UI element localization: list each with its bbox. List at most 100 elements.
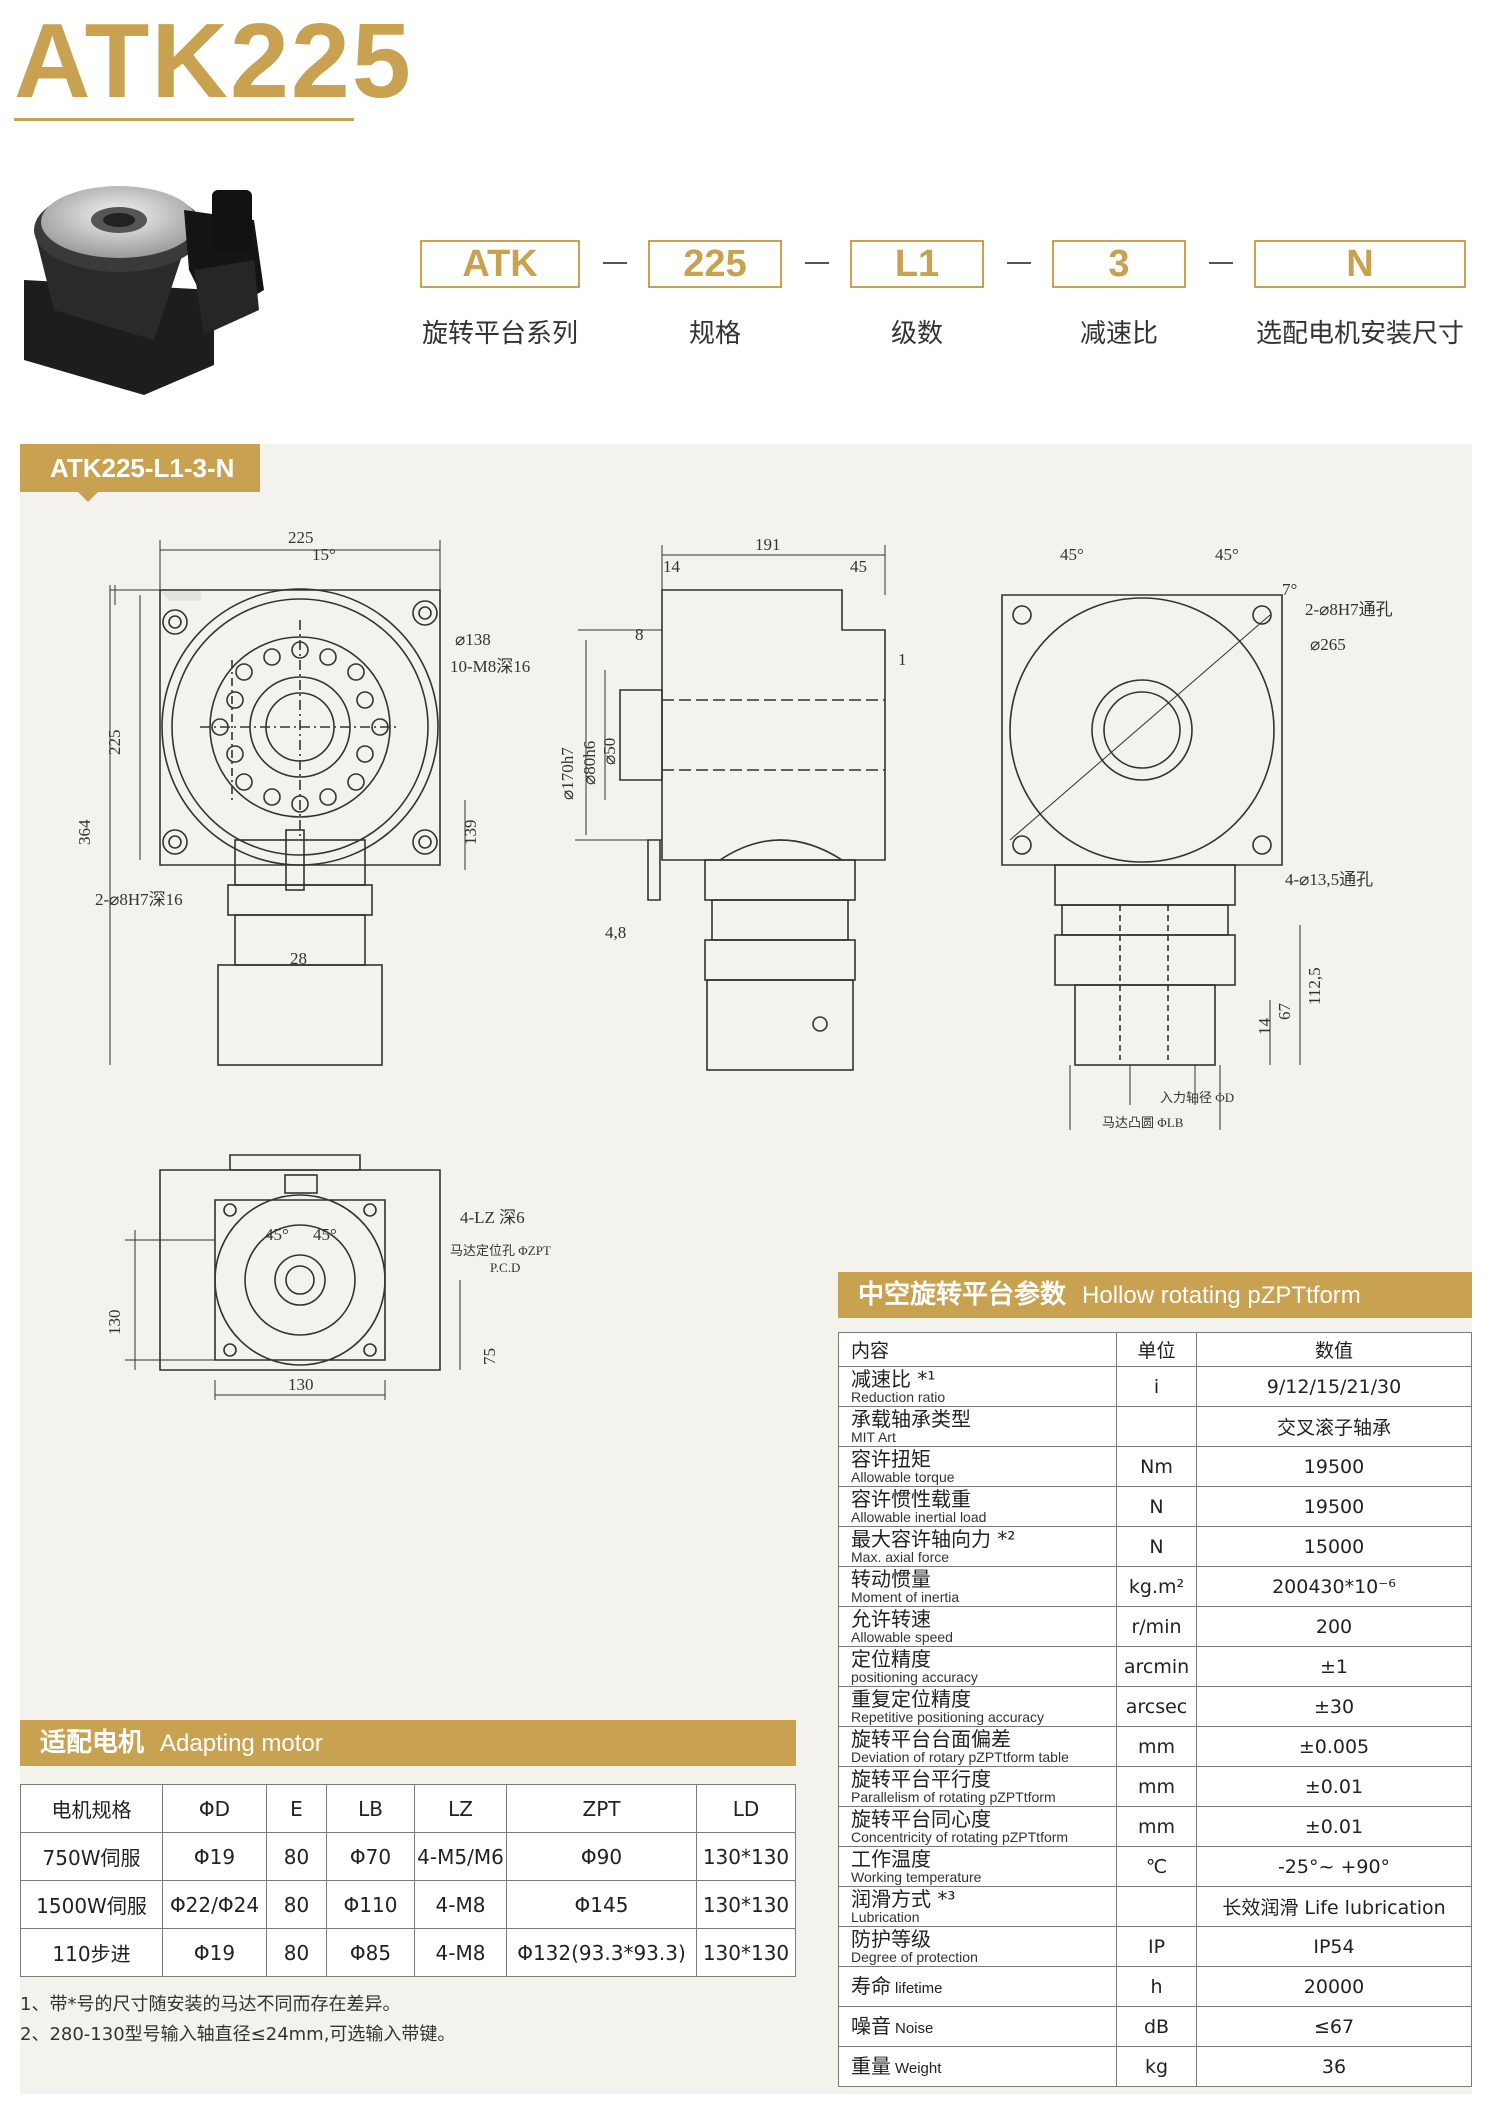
technical-drawing: 225 15° ⌀138 10-M8深16 225 364 139 2-⌀8H7… [75, 528, 1393, 1400]
param-unit: h [1116, 1966, 1197, 2007]
dim-1: 1 [898, 650, 907, 669]
param-value: 长效润滑 Life lubrication [1196, 1886, 1472, 1927]
dim-pin-holes-left: 2-⌀8H7深16 [95, 890, 183, 909]
dim-motor-boss: 马达凸圆 ΦLB [1102, 1115, 1184, 1130]
dim-m8-holes: 10-M8深16 [450, 657, 530, 676]
code-series-box: ATK [420, 240, 580, 288]
param-name-en: Reduction ratio [851, 1388, 946, 1405]
dim-130-vertical: 130 [105, 1310, 124, 1336]
dim-mount-holes: 4-⌀13,5通孔 [1285, 870, 1373, 889]
motor-cell: 130*130 [696, 1832, 796, 1881]
motor-cell: 130*130 [696, 1928, 796, 1977]
rear-view [1001, 594, 1301, 1130]
motor-cell: 750W伺服 [20, 1832, 163, 1881]
note-1: 1、带*号的尺寸随安装的马达不同而存在差异。 [20, 1994, 401, 2015]
dim-front-width: 225 [288, 528, 314, 547]
dim-45: 45 [850, 557, 867, 576]
param-unit: kg.m² [1116, 1566, 1197, 1607]
param-value: 20000 [1196, 1966, 1472, 2007]
code-dash [1209, 262, 1233, 264]
param-name-en: Concentricity of rotating pZPTtform [851, 1828, 1069, 1845]
param-value: ±0.01 [1196, 1806, 1472, 1847]
param-name-en: Parallelism of rotating pZPTtform [851, 1788, 1056, 1805]
param-name-cn: 容许惯性载重 [851, 1486, 971, 1511]
dim-139: 139 [461, 820, 480, 846]
motor-cell: 110步进 [20, 1928, 163, 1977]
motor-cell: 80 [266, 1880, 327, 1929]
note-2: 2、280-130型号输入轴直径≤24mm,可选输入带键。 [20, 2024, 456, 2045]
param-name-cn: 噪音 [851, 2013, 891, 2038]
param-unit: IP [1116, 1926, 1197, 1967]
model-tag-notch [78, 492, 98, 502]
param-value: IP54 [1196, 1926, 1472, 1967]
param-value: 19500 [1196, 1446, 1472, 1487]
motor-cell: Φ22/Φ24 [162, 1880, 267, 1929]
param-name-en: Weight [895, 2059, 942, 2077]
param-name-cn: 重量 [851, 2053, 891, 2078]
param-name-cn: 减速比 *¹ [851, 1366, 936, 1391]
code-dash [1007, 262, 1031, 264]
motor-header-en: Adapting motor [160, 1730, 323, 1757]
code-motor-box: N [1254, 240, 1466, 288]
param-unit: N [1116, 1526, 1197, 1567]
code-stage-label: 级数 [890, 319, 943, 349]
param-value: 200430*10⁻⁶ [1196, 1566, 1472, 1607]
param-name-cn: 定位精度 [851, 1646, 931, 1671]
code-ratio-label: 减速比 [1079, 319, 1158, 349]
param-value: 36 [1196, 2046, 1472, 2087]
param-name-cn: 承载轴承类型 [851, 1406, 971, 1431]
title-underline [14, 118, 354, 121]
dim-75: 75 [480, 1348, 499, 1365]
dim-angle-7: 7° [1282, 580, 1297, 599]
code-dash [805, 262, 829, 264]
motor-col-lz: LZ [414, 1784, 507, 1833]
param-name-cn: 允许转速 [851, 1606, 931, 1631]
param-value: 200 [1196, 1606, 1472, 1647]
param-value: 交叉滚子轴承 [1196, 1406, 1472, 1447]
param-name-en: positioning accuracy [851, 1668, 978, 1685]
motor-cell: 130*130 [696, 1880, 796, 1929]
motor-cell: Φ19 [162, 1928, 267, 1977]
dim-angle-45c: 45° [265, 1225, 289, 1244]
dim-d138: ⌀138 [455, 630, 491, 649]
dim-4-8: 4,8 [605, 923, 626, 942]
dim-pin-holes-right: 2-⌀8H7通孔 [1305, 600, 1393, 619]
dim-angle-45a: 45° [1060, 545, 1084, 564]
dim-d170: ⌀170h7 [558, 747, 577, 800]
dim-lz: 4-LZ 深6 [460, 1208, 525, 1227]
motor-cell: Φ110 [326, 1880, 415, 1929]
params-head-row: 内容 单位 数值 [838, 1332, 1472, 1367]
dim-front-height: 225 [105, 730, 124, 756]
dim-191: 191 [755, 535, 781, 554]
param-name-en: Allowable speed [851, 1628, 953, 1645]
param-name-cn: 重复定位精度 [851, 1686, 971, 1711]
model-tag: ATK225-L1-3-N [20, 444, 260, 492]
param-name-en: Repetitive positioning accuracy [851, 1708, 1044, 1725]
param-name-cn: 容许扭矩 [851, 1446, 931, 1471]
param-unit: dB [1116, 2006, 1197, 2047]
motor-cell: 1500W伺服 [20, 1880, 163, 1929]
param-name-en: lifetime [895, 1979, 943, 1997]
